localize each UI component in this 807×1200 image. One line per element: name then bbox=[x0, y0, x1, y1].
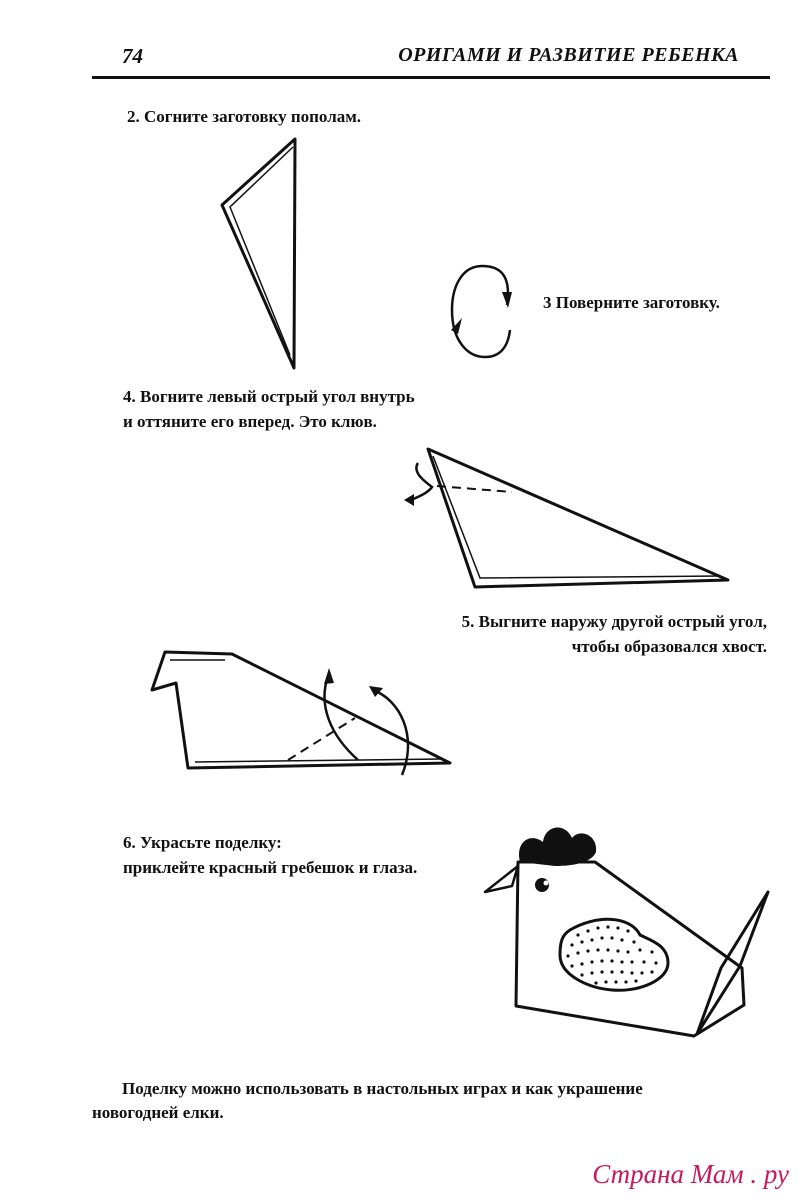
closing-line-2: новогодней елки. bbox=[92, 1103, 224, 1122]
header-rule bbox=[92, 76, 770, 79]
step-6-text-line-2: приклейте красный гребешок и глаза. bbox=[123, 858, 418, 877]
closing-paragraph: Поделку можно использовать в настольных … bbox=[92, 1077, 782, 1125]
page-number: 74 bbox=[122, 44, 143, 68]
closing-line-1: Поделку можно использовать в настольных … bbox=[122, 1079, 643, 1098]
step-4-text-line-1: 4. Вогните левый острый угол внутрь bbox=[123, 387, 415, 406]
step-6-text-line-1: 6. Украсьте поделку: bbox=[123, 833, 282, 852]
step-5-text-line-1: 5. Выгните наружу другой острый угол, bbox=[461, 612, 767, 631]
red-comb bbox=[519, 827, 597, 866]
step-2-text: 2. Согните заготовку пополам. bbox=[127, 107, 362, 126]
dotted-wing bbox=[558, 917, 670, 992]
book-title: ОРИГАМИ И РАЗВИТИЕ РЕБЕНКА bbox=[398, 44, 739, 66]
step-3-text: 3 Поверните заготовку. bbox=[543, 293, 720, 312]
step-5-text-line-2: чтобы образовался хвост. bbox=[571, 637, 767, 656]
watermark: Страна Мам . ру bbox=[592, 1159, 789, 1189]
step-4-text-line-2: и оттяните его вперед. Это клюв. bbox=[123, 412, 377, 431]
